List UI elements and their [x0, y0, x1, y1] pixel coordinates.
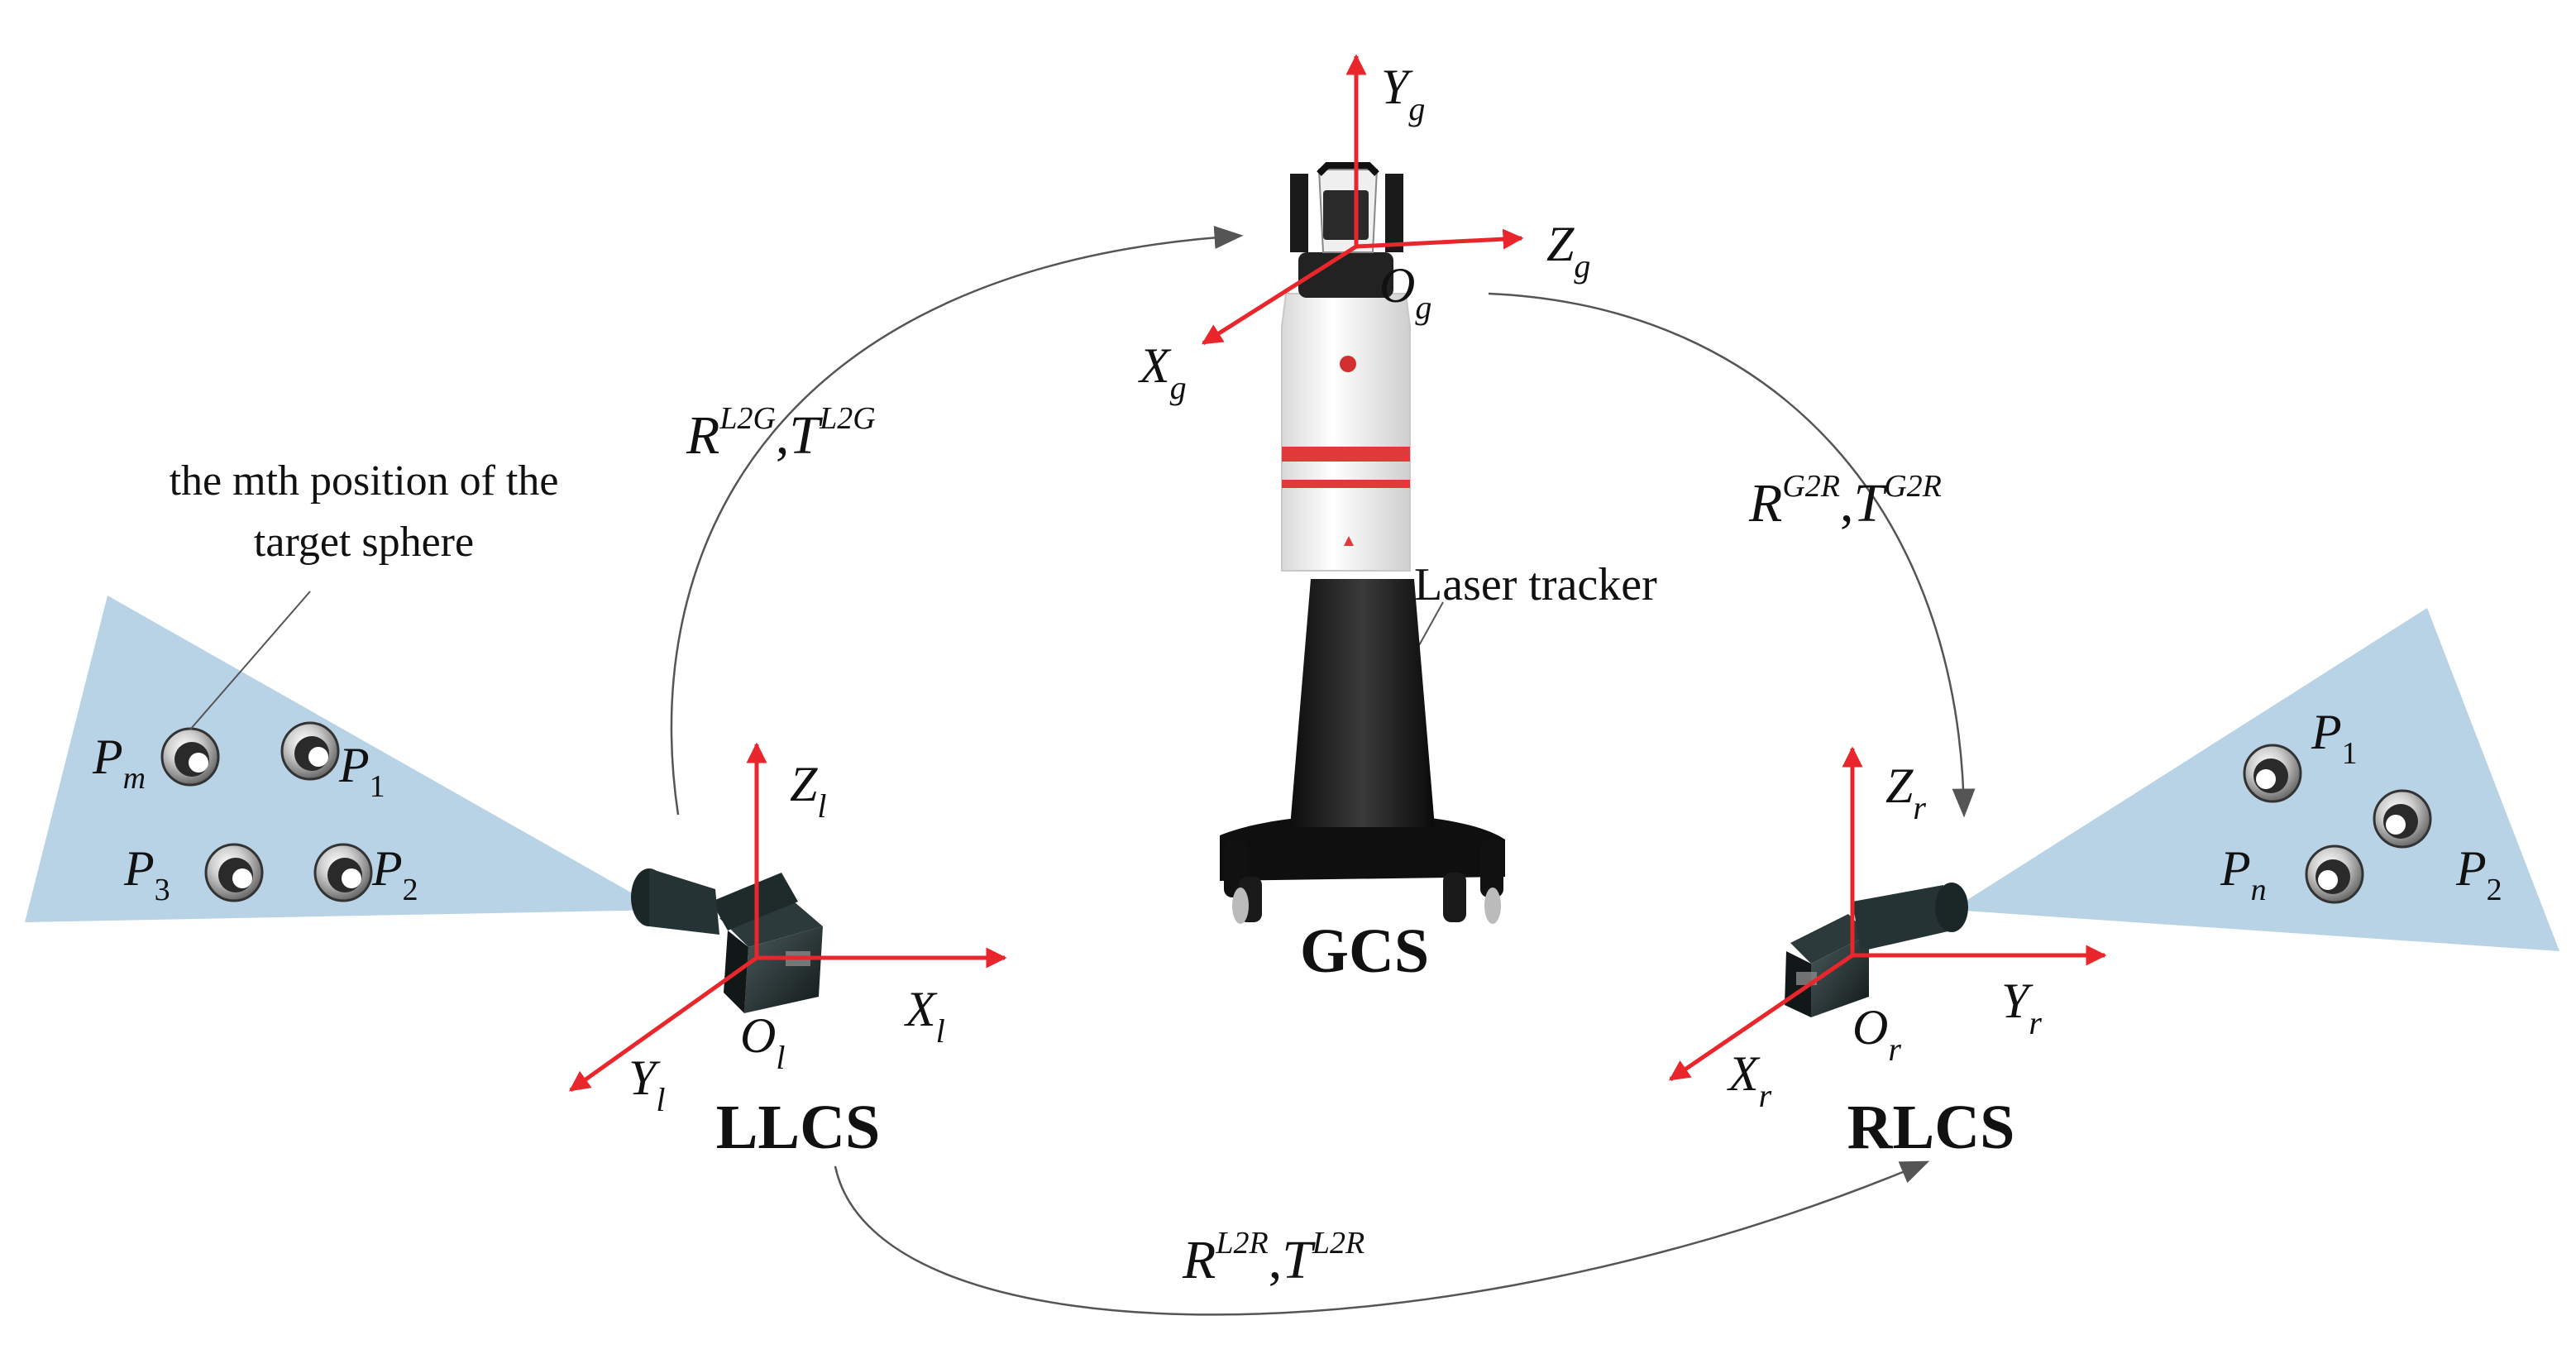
global-x-label: Xg: [1138, 338, 1187, 406]
right-y-label: Yr: [2001, 974, 2042, 1041]
gcs-label: GCS: [1300, 916, 1429, 986]
llcs-label: LLCS: [716, 1093, 881, 1162]
right-origin-label: Or: [1852, 1000, 1901, 1068]
rlcs-label: RLCS: [1847, 1093, 2015, 1162]
flow-arrow-l2r: [834, 1160, 1930, 1316]
target-sphere-p1: [2243, 744, 2302, 803]
left-camera-axes: [568, 742, 1007, 1093]
left-camera-field-of-view: [25, 596, 662, 922]
left-point-p1-label: P1: [338, 738, 385, 804]
right-x-axis: [1668, 953, 1854, 1082]
annotation-line2: target sphere: [254, 519, 474, 566]
annotation-leader-line: [189, 591, 311, 730]
global-z-label: Zg: [1546, 217, 1590, 285]
target-sphere-p2: [313, 843, 373, 902]
global-origin-label: Og: [1379, 258, 1431, 326]
target-sphere-p1: [280, 721, 340, 781]
global-y-label: Yg: [1381, 60, 1425, 127]
left-point-pm-label: Pm: [92, 730, 146, 796]
transform-l2g-label: RL2G,TL2G: [686, 401, 876, 466]
transform-g2r-label: RG2R,TG2R: [1748, 469, 1942, 533]
left-point-p3-label: P3: [123, 841, 170, 907]
target-sphere-pm: [160, 727, 220, 787]
left-point-p2-label: P2: [371, 841, 418, 907]
right-z-label: Zr: [1885, 758, 1926, 826]
left-z-label: Zl: [790, 757, 827, 825]
global-axes: [1201, 54, 1524, 346]
transform-l2r-label: RL2R,TL2R: [1182, 1226, 1364, 1290]
target-sphere-p3: [204, 843, 264, 902]
left-x-label: Xl: [904, 982, 945, 1050]
right-target-spheres: [2243, 744, 2432, 904]
target-sphere-pn: [2305, 844, 2364, 904]
global-z-axis: [1355, 228, 1524, 250]
global-x-axis: [1201, 244, 1358, 346]
right-camera: [1785, 883, 1968, 1017]
left-camera: [631, 868, 823, 1013]
annotation-line1: the mth position of the: [170, 457, 559, 505]
flow-arrow-g2r: [1488, 292, 1976, 818]
right-point-p1-label: P1: [2311, 705, 2358, 771]
target-sphere-p2: [2373, 789, 2432, 849]
laser-tracker-label: Laser tracker: [1414, 559, 1657, 610]
laser-tracker: [1220, 162, 1505, 924]
left-y-axis: [568, 955, 758, 1093]
right-camera-axes: [1668, 746, 2107, 1082]
right-point-p2-label: P2: [2455, 841, 2502, 907]
right-x-label: Xr: [1727, 1046, 1772, 1114]
left-origin-label: Ol: [740, 1008, 785, 1076]
right-point-pn-label: Pn: [2220, 841, 2267, 907]
flow-arrow-l2g: [670, 226, 1244, 816]
left-y-label: Yl: [628, 1050, 666, 1118]
